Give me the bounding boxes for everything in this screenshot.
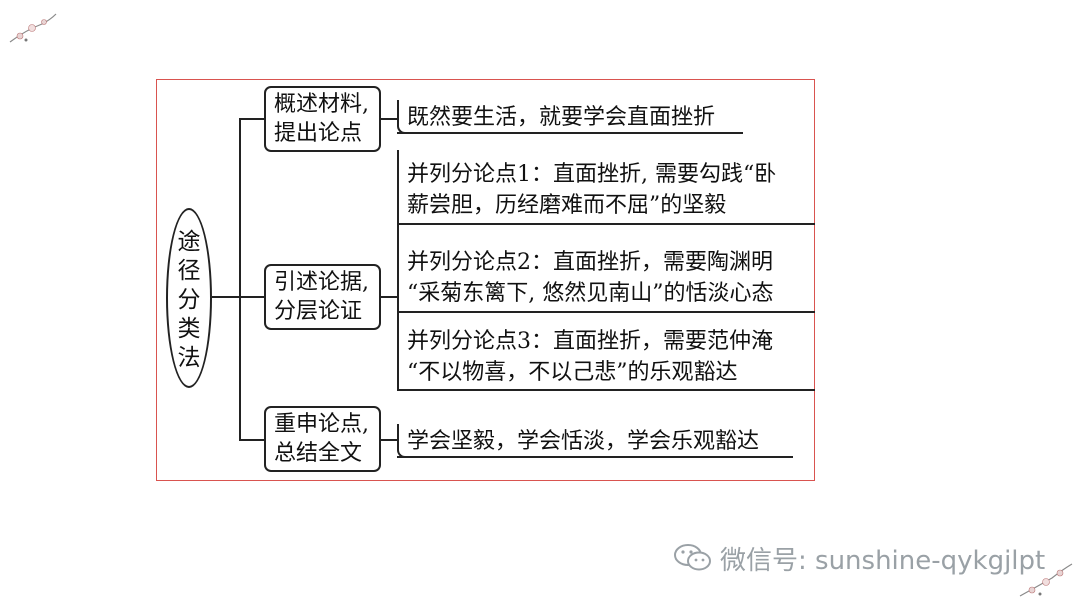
branch-2-label-line1: 引述论据, xyxy=(274,270,369,295)
point-3-line1: 并列分论点3：直面挫折，需要范仲淹 xyxy=(407,329,773,354)
watermark-text: 微信号: sunshine-qykgjlpt xyxy=(720,546,1046,576)
content-underline-1 xyxy=(397,132,743,134)
point-1-underline xyxy=(397,223,815,225)
flower-branch-decoration-bottom-right xyxy=(1019,563,1073,597)
point-3-underline xyxy=(397,389,815,391)
root-char: 分 xyxy=(177,287,201,313)
connector-content-3 xyxy=(380,439,398,441)
connector-content-2 xyxy=(380,296,398,298)
branch-3-content: 学会坚毅，学会恬淡，学会乐观豁达 xyxy=(407,429,760,454)
root-char: 途 xyxy=(177,229,201,255)
root-node: 途 径 分 类 法 xyxy=(166,208,212,388)
point-2-line1: 并列分论点2：直面挫折，需要陶渊明 xyxy=(407,250,773,275)
branch-node-2: 引述论据, 分层论证 xyxy=(264,264,381,330)
connector-spine xyxy=(239,118,241,441)
root-char: 类 xyxy=(177,316,201,342)
content-bracket-3 xyxy=(397,424,405,458)
points-spine xyxy=(397,150,399,390)
point-3-line2: “不以物喜，不以己悲”的乐观豁达 xyxy=(407,360,738,385)
connector-root-horizontal xyxy=(212,296,240,298)
connector-branch-3 xyxy=(239,439,265,441)
diagram-frame xyxy=(156,79,815,481)
connector-branch-1 xyxy=(239,118,265,120)
point-1-line2: 薪尝胆，历经磨难而不屈”的坚毅 xyxy=(407,193,727,218)
branch-3-label-line2: 总结全文 xyxy=(274,441,363,466)
point-2-underline xyxy=(397,311,815,313)
point-1-line1: 并列分论点1：直面挫折, 需要勾践“卧 xyxy=(407,162,777,187)
connector-content-1 xyxy=(380,118,398,120)
wechat-icon xyxy=(674,544,711,571)
branch-node-3: 重申论点, 总结全文 xyxy=(264,406,381,472)
content-bracket-1 xyxy=(397,100,405,134)
root-char: 法 xyxy=(177,345,201,371)
root-char: 径 xyxy=(177,258,201,284)
branch-3-label-line1: 重申论点, xyxy=(274,412,369,437)
point-2-line2: “采菊东篱下, 悠然见南山”的恬淡心态 xyxy=(407,281,774,306)
root-label: 途 径 分 类 法 xyxy=(168,228,210,373)
branch-1-content: 既然要生活，就要学会直面挫折 xyxy=(407,105,716,130)
content-underline-3 xyxy=(397,456,793,458)
branch-1-label-line2: 提出论点 xyxy=(274,121,363,146)
flower-branch-decoration-top-left xyxy=(9,13,57,43)
branch-2-label-line2: 分层论证 xyxy=(274,299,363,324)
branch-1-label-line1: 概述材料, xyxy=(274,92,369,117)
branch-node-1: 概述材料, 提出论点 xyxy=(264,86,381,152)
connector-branch-2 xyxy=(239,296,265,298)
